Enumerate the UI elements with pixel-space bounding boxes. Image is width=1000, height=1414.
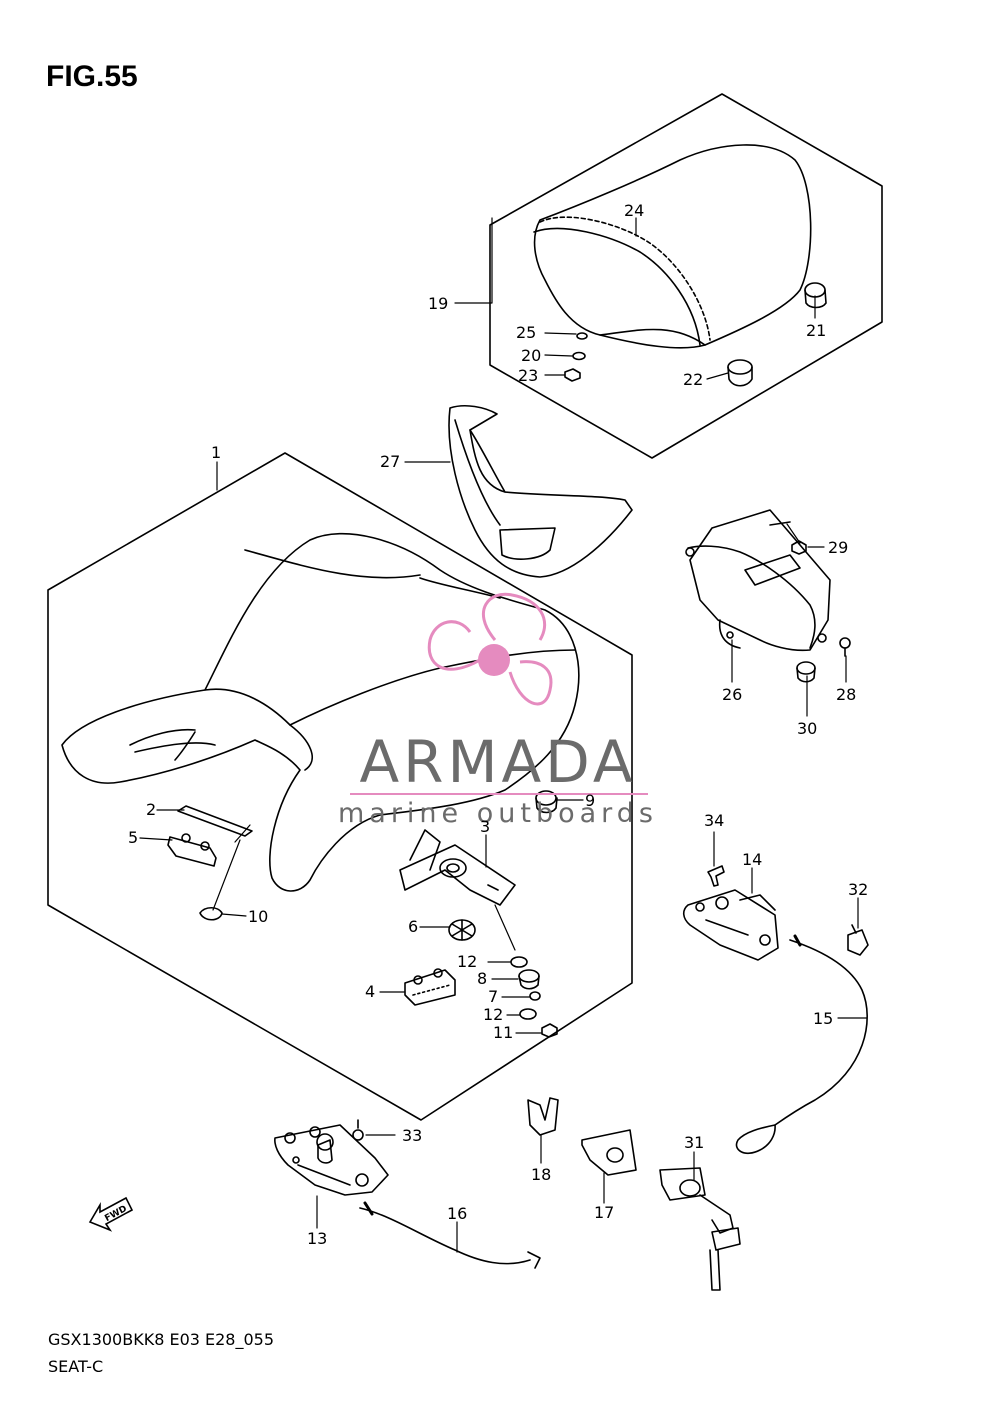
callout-31: 31 [684,1133,704,1152]
callout-11: 11 [493,1023,513,1042]
callout-9: 9 [585,791,595,810]
cushion-8 [518,969,540,990]
cable-15 [735,934,868,1155]
rear-seat-cowl [533,144,812,349]
callout-21: 21 [806,321,826,340]
model-code: GSX1300BKK8 E03 E28_055 [48,1330,275,1349]
callout-5: 5 [128,828,138,847]
bracket-3 [399,829,516,906]
bolt-33 [352,1119,364,1141]
collar-7 [529,991,541,1001]
screw-34 [707,865,725,887]
callout-3: 3 [480,817,490,836]
front-seat [61,532,580,892]
callout-13: 13 [307,1229,327,1248]
callout-30: 30 [797,719,817,738]
callout-12b: 12 [483,1005,503,1024]
callout-2: 2 [146,800,156,819]
callout-25: 25 [516,323,536,342]
callout-20: 20 [521,346,541,365]
section-name: SEAT-C [48,1357,104,1376]
watermark-tagline: marine outboards [338,798,658,829]
holder-18 [527,1097,559,1136]
callout-27: 27 [380,452,400,471]
callout-33: 33 [402,1126,422,1145]
damper-6 [448,919,476,941]
group-box-19 [489,93,883,459]
callout-26: 26 [722,685,742,704]
washer-25 [576,332,588,340]
callout-24: 24 [624,201,644,220]
callout-19: 19 [428,294,448,313]
cushion-9 [535,790,558,814]
cable-16 [359,1201,541,1269]
callout-34: 34 [704,811,724,830]
bolt-28 [839,637,851,657]
cushion-30 [796,661,816,683]
clip-10 [199,906,223,921]
callout-12a: 12 [457,952,477,971]
plate-2 [177,805,253,837]
clamp-32 [847,924,869,956]
group-box-1 [47,452,633,1121]
rubber-block-4 [404,968,456,1006]
nut-23 [564,368,581,382]
callout-18: 18 [531,1165,551,1184]
callout-14: 14 [742,850,762,869]
bracket-17 [581,1129,637,1176]
figure-title: FIG.55 [46,60,138,93]
callout-23: 23 [518,366,538,385]
callout-8: 8 [477,969,487,988]
callout-1: 1 [211,443,221,462]
rubber-cushion-22 [727,359,753,387]
lock-bracket-26 [685,509,831,652]
callout-15: 15 [813,1009,833,1028]
callout-4: 4 [365,982,375,1001]
callout-16: 16 [447,1204,467,1223]
tail-cover [448,405,633,578]
seat-lock-13 [274,1124,389,1196]
rubber-block-5 [167,833,217,867]
callout-7: 7 [488,987,498,1006]
washer-12b [519,1008,537,1020]
nut-11 [541,1023,558,1038]
washer-20 [572,351,586,361]
callout-10: 10 [248,907,268,926]
callout-17: 17 [594,1203,614,1222]
washer-12a [510,956,528,968]
callout-22: 22 [683,370,703,389]
callout-29: 29 [828,538,848,557]
watermark-brand: ARMADA [359,728,636,796]
callout-28: 28 [836,685,856,704]
leader-lines [139,217,868,1253]
seat-lock-14 [682,889,779,961]
callout-32: 32 [848,880,868,899]
callout-6: 6 [408,917,418,936]
watermark-logo: ARMADA marine outboards [338,592,658,829]
key-set-31 [659,1167,741,1291]
fwd-arrow: FWD [88,1196,134,1232]
